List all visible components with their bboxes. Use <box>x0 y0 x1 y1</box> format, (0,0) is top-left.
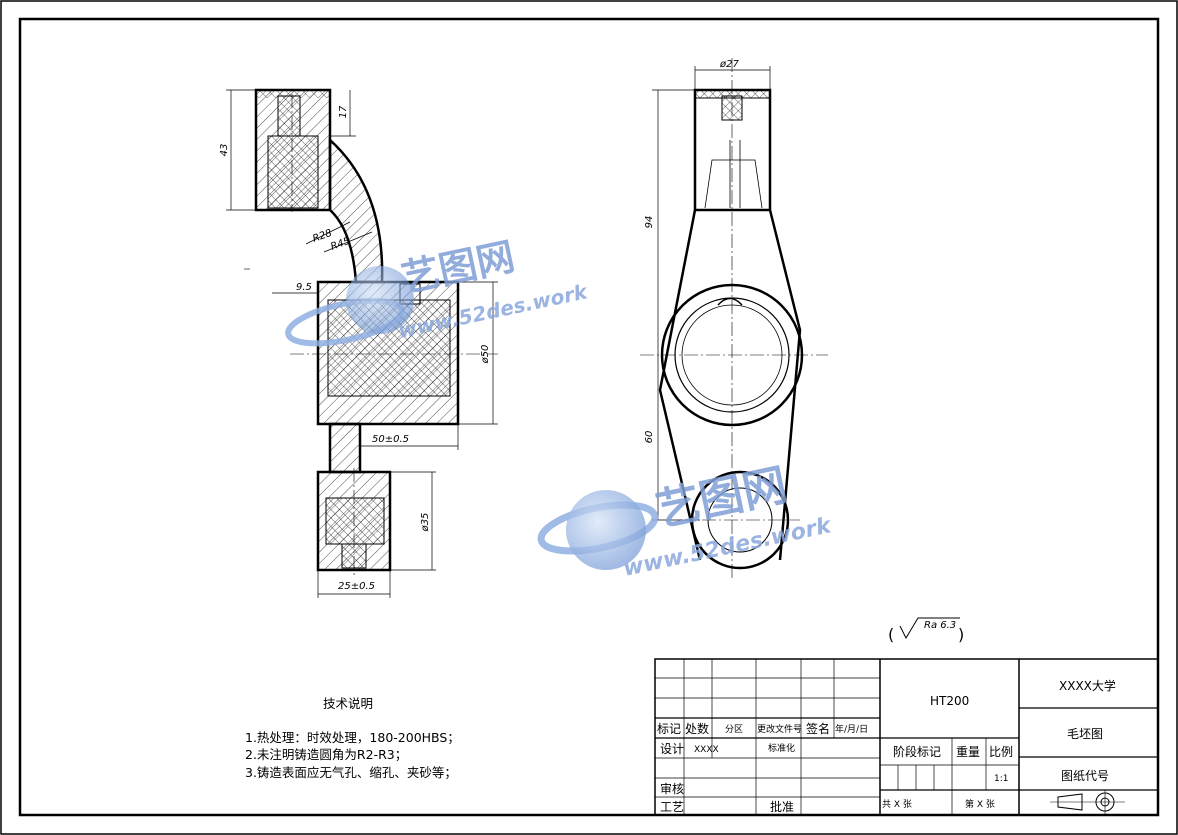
label-review: 审核 <box>660 781 684 796</box>
dim-d35: ø35 <box>420 513 431 533</box>
label-standard: 标准化 <box>768 742 795 754</box>
dim-d50: ø50 <box>480 345 491 365</box>
dim-94: 94 <box>644 216 655 229</box>
dim-17: 17 <box>338 105 349 118</box>
tech-note-2: 2.未注明铸造圆角为R2-R3； <box>245 747 407 762</box>
inner-border <box>18 17 1160 817</box>
drawing-code-label: 图纸代号 <box>1061 769 1109 783</box>
drawing-name: 毛坯图 <box>1067 727 1103 741</box>
material: HT200 <box>930 694 969 708</box>
dim-25-tol: 25±0.5 <box>338 581 375 592</box>
label-process: 工艺 <box>660 800 684 814</box>
label-rev-sign: 签名 <box>806 721 830 736</box>
section-view: 43 17 R28 R45 9.5 ø50 50±0.5 ø35 25±0.5 <box>219 88 498 598</box>
dim-60: 60 <box>644 431 655 444</box>
tech-note-3: 3.铸造表面应无气孔、缩孔、夹砂等； <box>245 765 457 780</box>
tech-notes: 技术说明 1.热处理：时效处理，180-200HBS； 2.未注明铸造圆角为R2… <box>245 696 460 780</box>
label-approve: 批准 <box>770 799 794 814</box>
watermark-logo-lower: 艺图网 www.52des.work <box>537 459 835 582</box>
label-rev-count: 处数 <box>685 721 709 736</box>
svg-text:(: ( <box>888 625 894 644</box>
dim-9-5: 9.5 <box>296 282 312 293</box>
total-sheets: 共 X 张 <box>882 799 912 810</box>
label-design: 设计 <box>660 742 684 756</box>
label-rev-zone: 分区 <box>725 724 743 735</box>
label-rev-mark: 标记 <box>657 722 681 736</box>
dim-43: 43 <box>219 144 230 157</box>
designer-name: XXXX <box>694 745 719 755</box>
roughness-value: Ra 6.3 <box>924 620 956 631</box>
label-rev-date: 年/月/日 <box>835 723 868 735</box>
tech-note-1: 1.热处理：时效处理，180-200HBS； <box>245 730 460 745</box>
sheet-number: 第 X 张 <box>965 798 995 810</box>
dim-d27: ø27 <box>719 59 739 70</box>
dim-50-tol: 50±0.5 <box>372 434 409 445</box>
front-view <box>640 58 828 580</box>
label-rev-doc: 更改文件号 <box>757 723 802 735</box>
label-weight: 重量 <box>956 745 980 759</box>
label-scale: 比例 <box>989 745 1013 759</box>
university-name: XXXX大学 <box>1059 678 1116 693</box>
scale-value: 1:1 <box>994 774 1008 784</box>
svg-text:): ) <box>958 625 964 644</box>
label-stage-mark: 阶段标记 <box>893 744 941 759</box>
title-block <box>654 658 1159 816</box>
tech-notes-title: 技术说明 <box>323 696 373 711</box>
roughness-symbol: ( Ra 6.3 ) <box>888 617 964 644</box>
